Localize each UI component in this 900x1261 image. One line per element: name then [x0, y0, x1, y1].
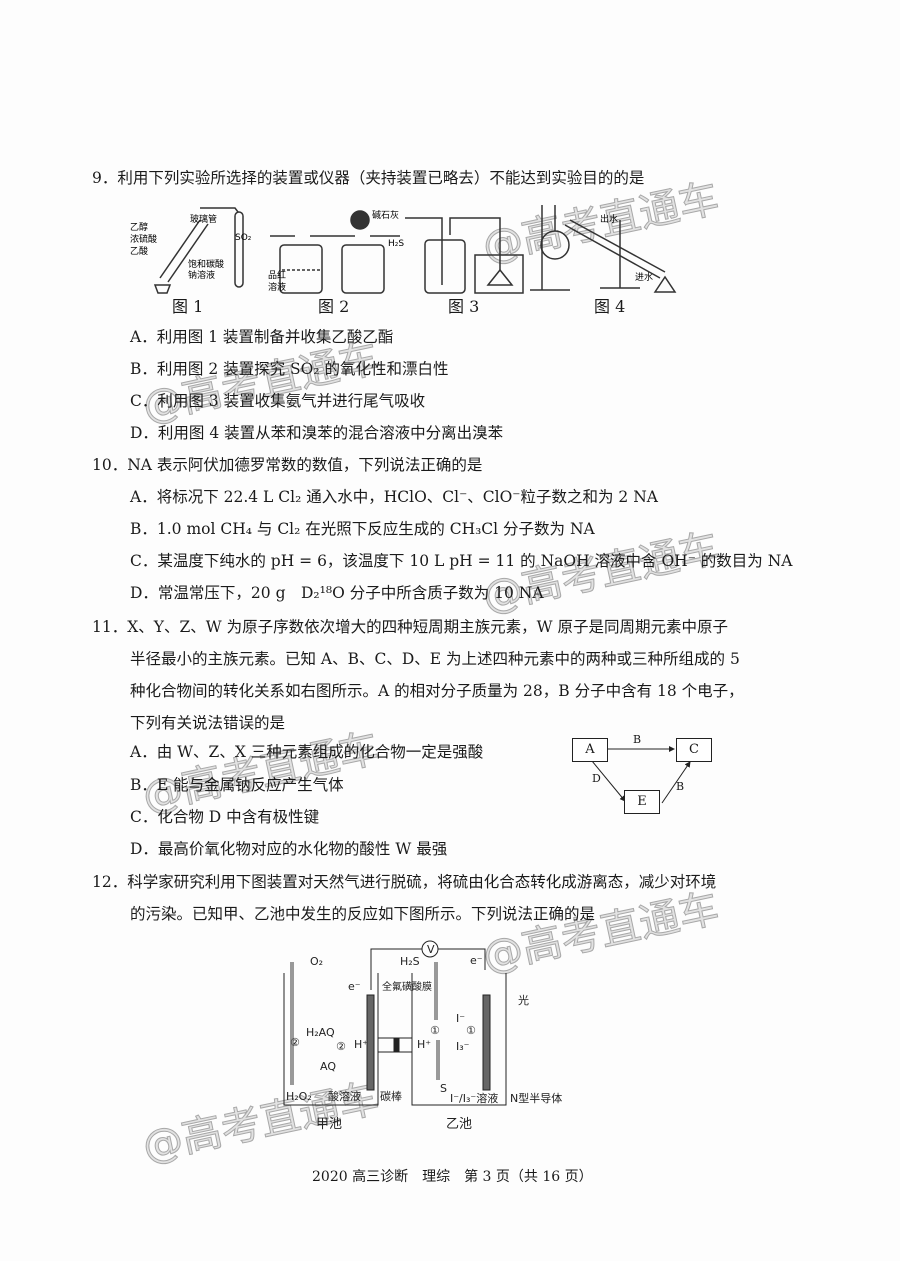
fig2-label-h2s: H₂S: [388, 239, 404, 249]
fig2-label-magenta: 品红: [268, 269, 286, 281]
q11-option-a: A．由 W、Z、X 三种元素组成的化合物一定是强酸: [130, 743, 484, 761]
aq-label: AQ: [320, 1060, 336, 1073]
fig2-label-soda-lime: 碱石灰: [372, 209, 399, 221]
question-11-stem: 11．X、Y、Z、W 为原子序数依次增大的四种短周期主族元素，W 原子是同周期元…: [92, 618, 728, 636]
acid-solution-label: 酸溶液: [328, 1089, 361, 1103]
iodide-solution-label: I⁻/I₃⁻溶液: [450, 1091, 498, 1105]
sulfur-label: S: [440, 1082, 447, 1095]
q10-option-a: A．将标况下 22.4 L Cl₂ 通入水中，HClO、Cl⁻、ClO⁻粒子数之…: [130, 488, 658, 506]
q11-option-c: C．化合物 D 中含有极性键: [130, 808, 320, 826]
fig1-label-sodium-solution: 钠溶液: [188, 269, 215, 281]
q9-option-d: D．利用图 4 装置从苯和溴苯的混合溶液中分离出溴苯: [130, 424, 504, 442]
electron-label-left: e⁻: [348, 980, 361, 993]
h2o2-label: H₂O₂: [286, 1090, 312, 1103]
question-11-stem: 种化合物间的转化关系如右图所示。A 的相对分子质量为 28，B 分子中含有 18…: [130, 682, 744, 700]
h2s-label: H₂S: [400, 955, 420, 968]
carbon-rod-label: 碳棒: [380, 1089, 402, 1103]
question-10-stem: 10．NA 表示阿伏加德罗常数的数值，下列说法正确的是: [92, 456, 483, 474]
q11-conversion-arrows: [591, 746, 691, 804]
q11-option-d: D．最高价氧化物对应的水化物的酸性 W 最强: [130, 840, 448, 858]
step-1a-label: ①: [430, 1024, 440, 1037]
edge-label-b2: B: [676, 780, 685, 793]
cell-b-label: 乙池: [446, 1117, 472, 1132]
h-plus-left-label: H⁺: [354, 1038, 368, 1051]
figure-2-apparatus: [270, 210, 400, 294]
voltmeter-label: V: [427, 943, 435, 956]
page-footer: 2020 高三诊断 理综 第 3 页（共 16 页）: [312, 1169, 593, 1185]
fig4-label-water-out: 出水: [600, 213, 618, 225]
iodide-label: I⁻: [456, 1012, 465, 1025]
figure-3-label: 图 3: [448, 297, 480, 316]
figure-4-apparatus: [530, 205, 677, 293]
q9-option-b: B．利用图 2 装置探究 SO₂ 的氧化性和漂白性: [130, 360, 449, 378]
q9-option-a: A．利用图 1 装置制备并收集乙酸乙酯: [130, 328, 394, 346]
question-12-stem: 12．科学家研究利用下图装置对天然气进行脱硫，将硫由化合态转化成游离态，减少对环…: [92, 873, 717, 891]
question-9-stem: 9．利用下列实验所选择的装置或仪器（夹持装置已略去）不能达到实验目的的是: [92, 169, 645, 187]
q9-apparatus-figures: 乙醇 浓硫酸 乙酸 玻璃管 饱和碳酸 钠溶液 SO₂ 碱石灰 H₂S 品红 溶液…: [130, 205, 677, 294]
figure-1-apparatus: [153, 207, 244, 294]
question-11-stem: 半径最小的主族元素。已知 A、B、C、D、E 为上述四种元素中的两种或三种所组成…: [130, 650, 740, 668]
electron-label-right: e⁻: [470, 954, 483, 967]
fig2-label-so2: SO₂: [235, 233, 252, 243]
q10-option-b: B．1.0 mol CH₄ 与 Cl₂ 在光照下反应生成的 CH₃Cl 分子数为…: [130, 520, 595, 538]
step-2a-label: ②: [290, 1036, 300, 1049]
step-2b-label: ②: [336, 1040, 346, 1053]
q11-option-b: B．E 能与金属钠反应产生气体: [130, 776, 344, 794]
semiconductor-label: N型半导体: [510, 1091, 562, 1105]
figure-4-label: 图 4: [594, 297, 626, 316]
q10-option-d: D．常温常压下，20 g D₂¹⁸O 分子中所含质子数为 10 NA: [130, 584, 544, 602]
edge-label-d: D: [592, 772, 601, 785]
step-1b-label: ①: [466, 1024, 476, 1037]
fig4-label-water-in: 进水: [635, 271, 653, 283]
question-12-stem: 的污染。已知甲、乙池中发生的反应如下图所示。下列说法正确的是: [130, 905, 596, 923]
fig1-label-glass-tube: 玻璃管: [190, 213, 217, 225]
fig1-label-sat-carbonate: 饱和碳酸: [188, 258, 224, 270]
node-e: E: [624, 790, 660, 814]
edge-label-b: B: [633, 733, 642, 746]
h2aq-label: H₂AQ: [306, 1026, 335, 1039]
h-plus-right-label: H⁺: [417, 1038, 431, 1051]
figure-3-apparatus: [405, 217, 524, 294]
figure-1-label: 图 1: [172, 297, 204, 316]
node-a: A: [572, 738, 608, 762]
light-label: 光: [518, 993, 529, 1007]
figure-2-label: 图 2: [318, 297, 350, 316]
fig1-label-acetic-acid: 乙酸: [130, 246, 148, 257]
fig1-label-sulfuric-acid: 浓硫酸: [130, 233, 157, 245]
fig1-label-ethanol: 乙醇: [130, 221, 148, 233]
q9-option-c: C．利用图 3 装置收集氨气并进行尾气吸收: [130, 392, 426, 410]
q10-option-c: C．某温度下纯水的 pH = 6，该温度下 10 L pH = 11 的 NaO…: [130, 552, 793, 570]
q12-desulfurization-apparatus: V O₂ H₂S e⁻ e⁻ 全氟磺酸膜 H₂AQ AQ ② ② H⁺ H⁺ ①…: [283, 940, 562, 1132]
triiodide-label: I₃⁻: [456, 1040, 470, 1053]
node-c: C: [676, 738, 712, 762]
fig2-label-solution: 溶液: [268, 281, 286, 293]
membrane-label: 全氟磺酸膜: [382, 980, 432, 993]
cell-a-label: 甲池: [316, 1117, 342, 1132]
question-11-stem: 下列有关说法错误的是: [130, 714, 286, 732]
o2-label: O₂: [310, 955, 323, 968]
